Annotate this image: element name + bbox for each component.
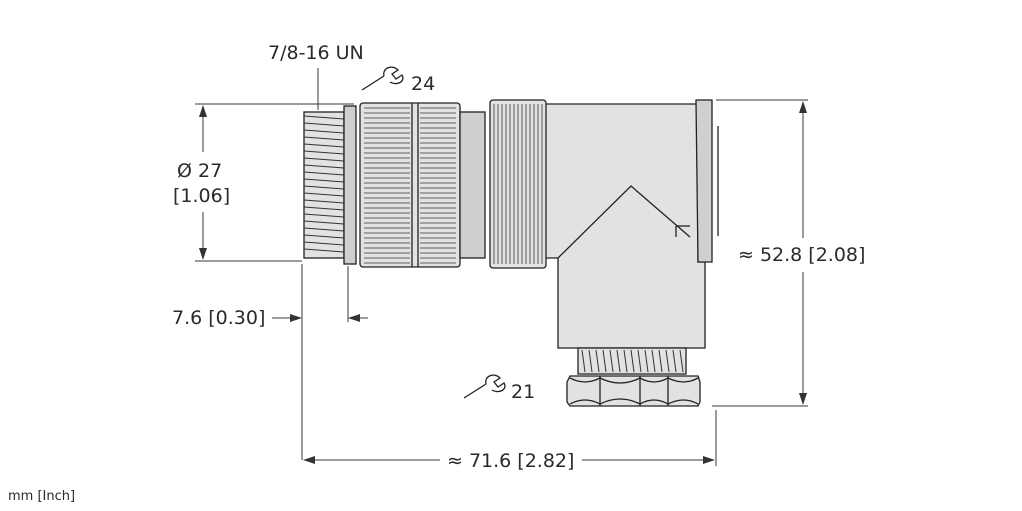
cable-gland-thread [577,347,687,375]
wrench-icon [361,66,404,91]
coupling-nut [359,102,486,268]
hex-nut [566,375,701,407]
wrench-size-top-label: 24 [411,73,435,95]
thread-length-label: 7.6 [0.30] [172,307,265,329]
male-thread [303,105,357,265]
connector-drawing [303,99,719,407]
units-label: mm [Inch] [8,489,75,504]
diameter-label: Ø 27 [177,160,222,182]
dimension-lines [195,68,808,466]
thread-spec-label: 7/8-16 UN [268,42,364,64]
diameter-inch-label: [1.06] [173,185,230,207]
height-label: ≈ 52.8 [2.08] [738,244,865,266]
width-label: ≈ 71.6 [2.82] [447,450,574,472]
angle-housing [489,99,719,349]
wrench-icon [463,374,506,399]
wrench-size-bottom-label: 21 [511,381,535,403]
